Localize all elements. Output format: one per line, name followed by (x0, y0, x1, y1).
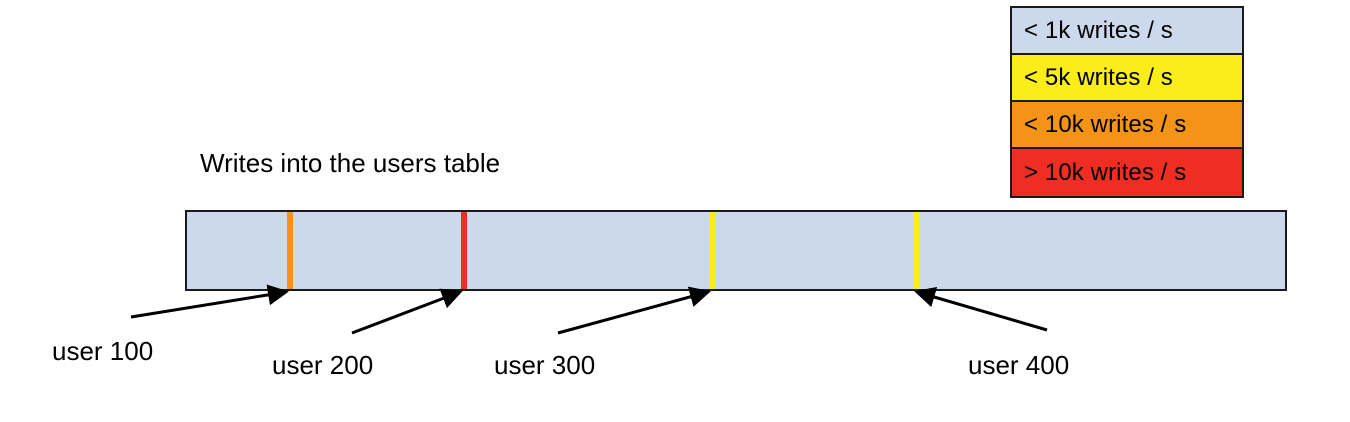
legend-row-over-10k: > 10k writes / s (1012, 149, 1242, 196)
bar-stripe-user-200 (461, 212, 467, 289)
legend-row-under-10k: < 10k writes / s (1012, 102, 1242, 149)
users-table-bar (185, 210, 1287, 291)
arrow-user-100 (130, 284, 289, 319)
arrow-user-300 (557, 286, 711, 335)
legend: < 1k writes / s < 5k writes / s < 10k wr… (1010, 6, 1244, 198)
callout-label-user-100: user 100 (52, 336, 154, 366)
arrow-user-400 (914, 286, 1048, 332)
legend-label: > 10k writes / s (1024, 158, 1187, 186)
chart-title: Writes into the users table (200, 148, 501, 178)
bar-stripe-user-300 (709, 212, 715, 289)
bar-stripe-user-400 (913, 212, 919, 289)
legend-label: < 10k writes / s (1024, 110, 1187, 138)
legend-row-under-1k: < 1k writes / s (1012, 8, 1242, 55)
callout-label-user-300: user 300 (494, 350, 596, 380)
legend-label: < 5k writes / s (1024, 63, 1173, 91)
legend-row-under-5k: < 5k writes / s (1012, 55, 1242, 102)
legend-label: < 1k writes / s (1024, 16, 1173, 44)
arrow-user-200 (351, 288, 463, 335)
callout-label-user-400: user 400 (968, 350, 1070, 380)
bar-stripe-user-100 (287, 212, 293, 289)
callout-label-user-200: user 200 (272, 350, 374, 380)
